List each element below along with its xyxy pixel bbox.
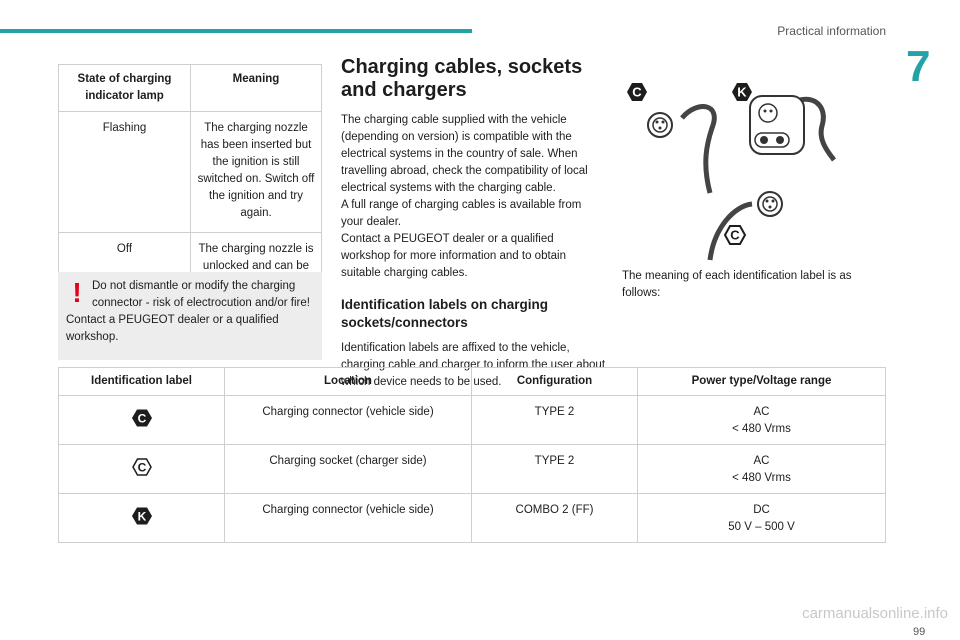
page-heading: Charging cables, sockets and chargers — [341, 56, 583, 101]
svg-text:K: K — [737, 85, 747, 100]
table-row: C Charging connector (vehicle side) TYPE… — [58, 395, 886, 445]
label-cell: K — [58, 493, 225, 543]
combo2-connector-image — [749, 95, 836, 162]
voltage-range: < 480 Vrms — [732, 423, 791, 435]
identification-label-table: Identification label Location Configurat… — [58, 367, 886, 543]
warning-box: ! Do not dismantle or modify the chargin… — [58, 272, 322, 360]
warning-text: Do not dismantle or modify the charging … — [92, 280, 310, 309]
paragraph-contact: Contact a PEUGEOT dealer or a qualified … — [341, 233, 567, 279]
power-cell: AC < 480 Vrms — [637, 395, 886, 445]
type2-plug-image — [707, 191, 783, 261]
power-type: DC — [753, 504, 770, 516]
table-row: K Charging connector (vehicle side) COMB… — [58, 493, 886, 543]
label-cell: C — [58, 444, 225, 494]
paragraph-range: A full range of charging cables is avail… — [341, 199, 582, 228]
subheading-identification: Identification labels on charging socket… — [341, 297, 549, 330]
voltage-range: 50 V – 500 V — [728, 521, 795, 533]
table-header-state: State of charging indicator lamp — [58, 64, 191, 112]
table-row: C Charging socket (charger side) TYPE 2 … — [58, 444, 886, 494]
configuration-cell: COMBO 2 (FF) — [471, 493, 638, 543]
power-cell: AC < 480 Vrms — [637, 444, 886, 494]
svg-text:C: C — [730, 228, 740, 243]
identification-intro: The meaning of each identification label… — [622, 270, 852, 299]
paragraph-compatibility: The charging cable supplied with the veh… — [341, 114, 588, 194]
location-cell: Charging connector (vehicle side) — [224, 493, 472, 543]
header-identification-label: Identification label — [58, 367, 225, 396]
svg-text:C: C — [632, 85, 642, 100]
chapter-number: 7 — [906, 42, 931, 91]
badge-c-outline-icon: C — [131, 458, 152, 476]
section-title: Practical information — [777, 24, 886, 38]
header-power-type: Power type/Voltage range — [637, 367, 886, 396]
header-location: Location — [224, 367, 472, 396]
power-cell: DC 50 V – 500 V — [637, 493, 886, 543]
table-header-meaning: Meaning — [190, 64, 322, 112]
badge-k-black-icon: K — [732, 83, 752, 101]
page-number: 99 — [913, 626, 926, 638]
header-configuration: Configuration — [471, 367, 638, 396]
configuration-cell: TYPE 2 — [471, 444, 638, 494]
badge-c-black-icon: C — [131, 409, 152, 427]
meaning-cell: The charging nozzle has been inserted bu… — [190, 111, 322, 233]
badge-c-black-icon: C — [627, 83, 647, 101]
warning-exclamation-icon: ! — [72, 277, 82, 308]
label-cell: C — [58, 395, 225, 445]
header-accent-bar — [0, 29, 472, 33]
location-cell: Charging socket (charger side) — [224, 444, 472, 494]
badge-k-black-icon: K — [131, 507, 152, 525]
location-cell: Charging connector (vehicle side) — [224, 395, 472, 445]
warning-text-contact: Contact a PEUGEOT dealer or a qualified … — [66, 314, 279, 343]
svg-text:K: K — [137, 510, 146, 524]
power-type: AC — [753, 406, 770, 418]
power-type: AC — [753, 455, 770, 467]
configuration-cell: TYPE 2 — [471, 395, 638, 445]
voltage-range: < 480 Vrms — [732, 472, 791, 484]
type2-connector-image — [647, 104, 717, 194]
connector-illustration: C K C — [627, 83, 836, 261]
charging-lamp-table: State of charging indicator lamp Meaning… — [58, 64, 322, 303]
table-row: Flashing The charging nozzle has been in… — [58, 111, 322, 233]
svg-text:C: C — [137, 461, 146, 475]
footer-watermark: carmanualsonline.info — [802, 605, 948, 622]
svg-text:C: C — [137, 412, 146, 426]
state-cell: Flashing — [58, 111, 191, 233]
badge-c-outline-icon: C — [723, 225, 747, 245]
main-text-column: Charging cables, sockets and chargers Th… — [341, 56, 606, 391]
